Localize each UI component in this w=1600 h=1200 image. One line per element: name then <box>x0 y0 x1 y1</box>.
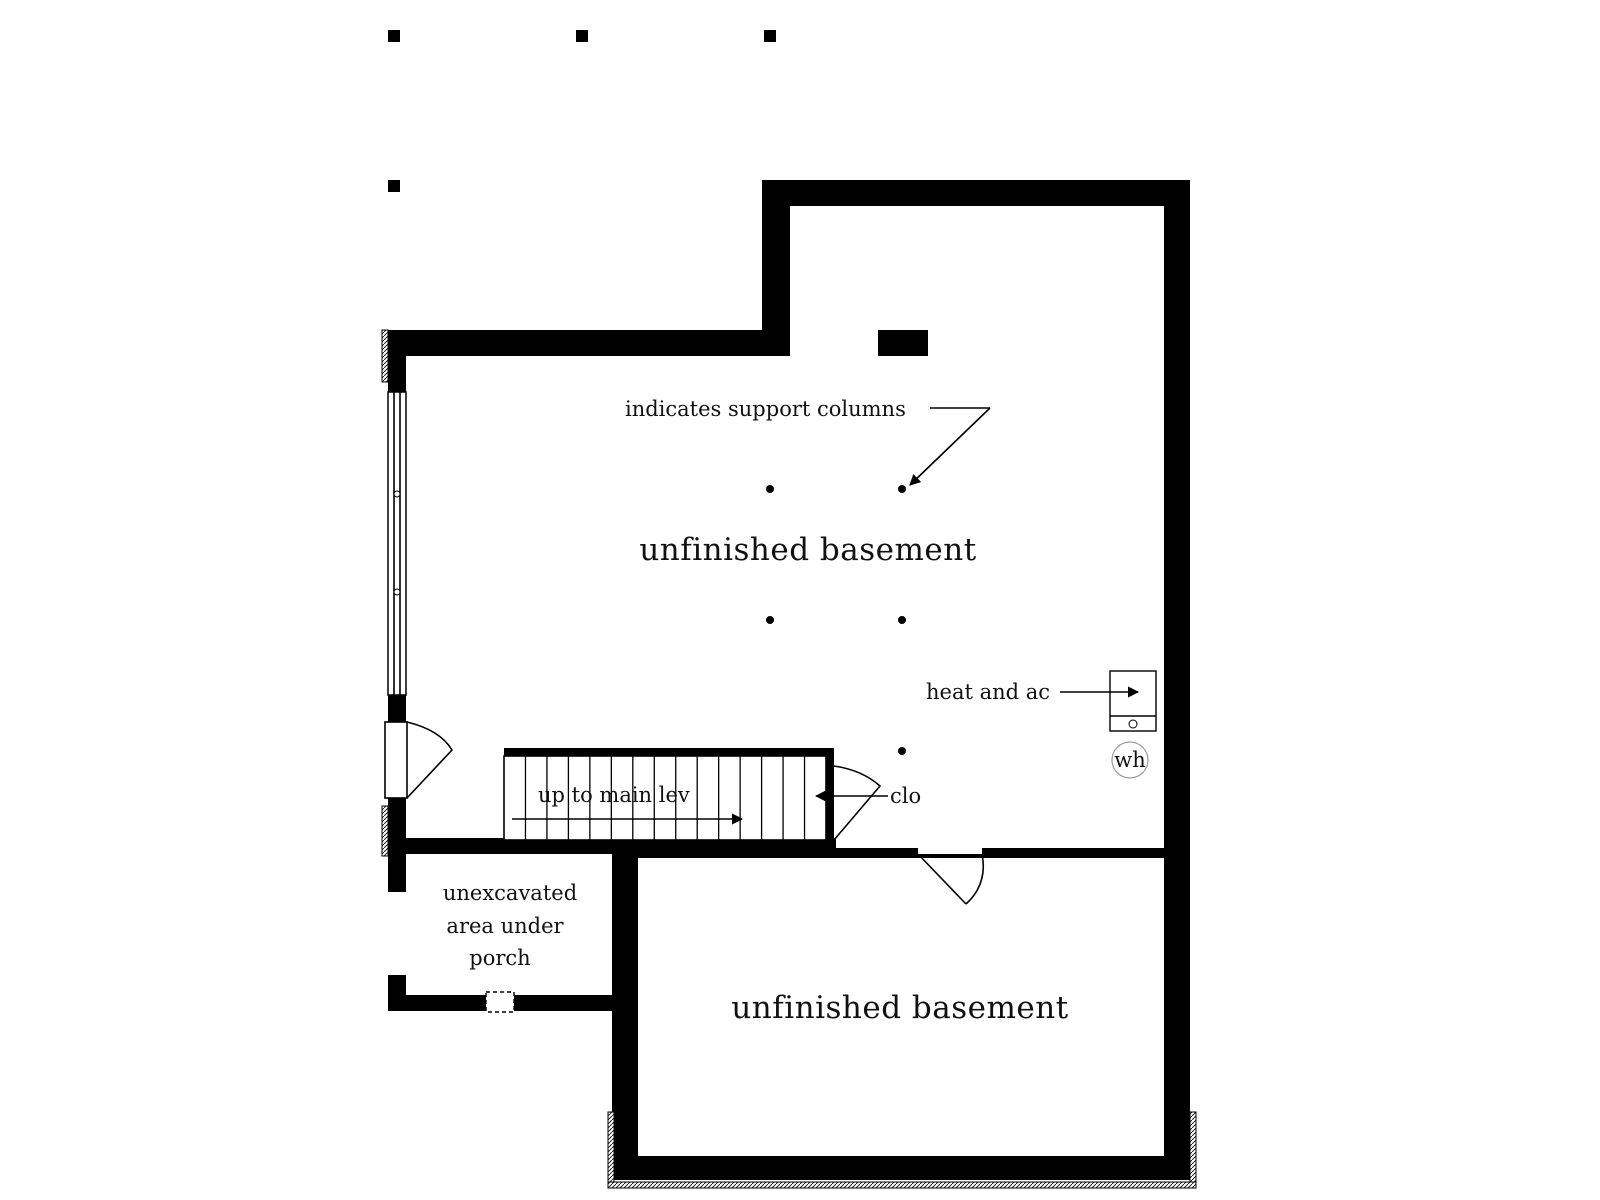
hatch-strip <box>607 1181 1197 1189</box>
unexcavated-line-1: unexcavated <box>443 881 577 905</box>
unexcavated-line-2: area under <box>446 914 564 938</box>
wall-segment <box>514 995 636 1011</box>
window-pivot <box>393 588 401 596</box>
window <box>387 391 407 696</box>
door-swing <box>965 853 985 905</box>
wall-segment <box>1164 180 1190 1178</box>
stair-top-wall <box>504 748 830 756</box>
access-opening <box>485 991 515 1013</box>
wall-segment <box>388 695 406 725</box>
door-leaf <box>384 721 408 799</box>
wall-segment <box>612 848 918 854</box>
porch-posts <box>388 30 776 192</box>
hatch-strip <box>607 1111 615 1189</box>
hatch-strip <box>381 805 389 857</box>
door-leaf <box>917 853 967 905</box>
door-swing <box>833 765 882 841</box>
water-heater-label: wh <box>1114 748 1146 772</box>
leader-line <box>909 407 991 486</box>
porch-post <box>764 30 776 42</box>
unexcavated-line-3: porch <box>469 946 530 970</box>
room-label-lower: unfinished basement <box>731 990 1068 1026</box>
wall-segment <box>638 854 1164 858</box>
support-columns-note: indicates support columns <box>625 397 906 421</box>
hvac-unit <box>1060 670 1157 732</box>
support-column <box>898 616 906 624</box>
crawl-access <box>485 991 515 1013</box>
support-column <box>766 485 774 493</box>
stair-treads <box>524 756 806 840</box>
window-pivot <box>393 490 401 498</box>
support-column <box>766 616 774 624</box>
window-frame <box>387 391 407 696</box>
room-label-upper: unfinished basement <box>639 532 976 568</box>
exterior-door <box>384 721 453 799</box>
support-columns-leader <box>909 407 991 486</box>
hatch-strip <box>381 329 389 383</box>
wall-segment <box>762 180 1190 206</box>
support-column <box>898 747 906 755</box>
stairs-label: up to main lev <box>538 783 690 807</box>
support-column <box>898 485 906 493</box>
hvac-vent <box>1128 719 1138 729</box>
wall-segment <box>388 330 790 356</box>
porch-post <box>388 30 400 42</box>
closet-door <box>814 748 888 844</box>
porch-post <box>388 180 400 192</box>
hatch-strip <box>1189 1111 1197 1189</box>
wall-segment <box>612 850 638 1180</box>
interior-door <box>917 853 985 905</box>
foundation-hatching <box>381 329 1197 1189</box>
wall-segment <box>388 330 406 392</box>
heat-ac-label: heat and ac <box>926 680 1050 704</box>
support-column-block <box>878 330 928 356</box>
wall-segment <box>388 995 486 1011</box>
door-swing <box>406 721 453 799</box>
wall-segment <box>612 1156 1190 1180</box>
support-columns <box>766 485 906 755</box>
closet-label: clo <box>890 784 921 808</box>
wall-segment <box>762 180 790 356</box>
porch-post <box>576 30 588 42</box>
exterior-walls <box>388 180 1190 1180</box>
wall-segment <box>982 848 1190 854</box>
water-heater <box>1111 741 1149 779</box>
